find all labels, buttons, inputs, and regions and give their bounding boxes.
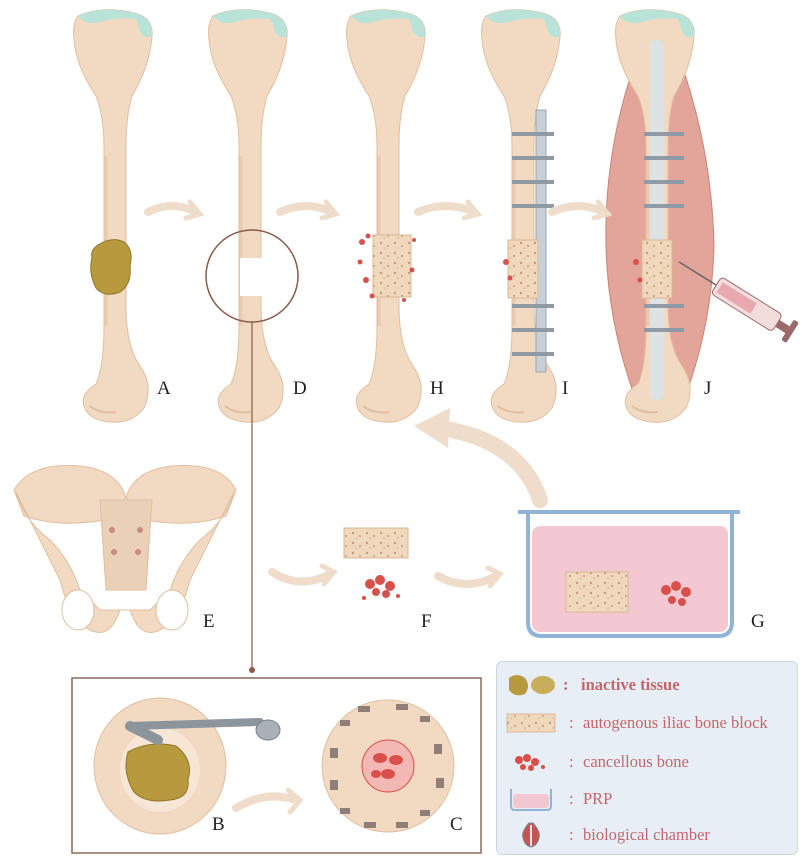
inactive-tissue-lesion	[90, 239, 132, 295]
legend-label-biological-chamber: biological chamber	[583, 825, 710, 844]
pelvis	[13, 465, 237, 633]
legend-label-cancellous-bone: cancellous bone	[583, 752, 689, 771]
panel-label-j: J	[704, 378, 712, 399]
flow-arrows-top	[144, 199, 613, 221]
biological-chamber-icon	[522, 822, 540, 848]
curette-icon	[125, 718, 281, 745]
flow-arrows-bottom	[268, 563, 504, 589]
panel-label-e: E	[203, 611, 215, 632]
legend-label-iliac-bone-block: autogenous iliac bone block	[583, 713, 768, 732]
bone-block-graft	[372, 234, 412, 298]
legend-label-inactive-tissue: inactive tissue	[581, 675, 680, 694]
bone-j	[605, 8, 799, 424]
legend-item-prp: : PRP	[497, 784, 797, 814]
bone-d	[205, 8, 299, 673]
cancellous-bone-icon	[515, 754, 545, 771]
legend-item-biological-chamber: : biological chamber	[497, 820, 797, 850]
panel-label-h: H	[430, 378, 444, 399]
cross-section-b	[93, 697, 281, 835]
iliac-bone-block-icon	[506, 713, 556, 733]
inset-arrow	[232, 787, 304, 815]
return-arrow	[414, 408, 548, 508]
panel-label-f: F	[421, 611, 432, 632]
legend-label-prp: PRP	[583, 789, 613, 808]
legend-sep-5: :	[569, 825, 574, 844]
panel-label-a: A	[157, 378, 171, 399]
legend-sep-3: :	[569, 752, 574, 771]
legend-sep-2: :	[569, 713, 574, 732]
legend-sep-1: :	[563, 675, 569, 694]
panel-label-c: C	[450, 814, 463, 835]
syringe-icon	[678, 261, 799, 343]
bone-i	[480, 8, 562, 424]
prp-container	[518, 510, 740, 638]
harvested-grafts	[343, 527, 409, 600]
panel-label-d: D	[293, 378, 307, 399]
legend-item-cancellous-bone: : cancellous bone	[497, 747, 797, 777]
prp-container-icon	[510, 789, 552, 811]
panel-label-g: G	[751, 611, 765, 632]
legend-item-iliac-bone-block: : autogenous iliac bone block	[497, 708, 797, 738]
legend-item-inactive-tissue: : inactive tissue	[497, 670, 797, 700]
cross-section-c	[321, 699, 455, 833]
bone-h	[345, 8, 427, 424]
legend-sep-4: :	[569, 789, 574, 808]
legend: : inactive tissue : autogenous iliac bon…	[496, 661, 798, 855]
inactive-tissue-icon	[509, 675, 555, 696]
panel-label-b: B	[212, 814, 225, 835]
panel-label-i: I	[562, 378, 569, 399]
bone-a	[72, 8, 154, 424]
